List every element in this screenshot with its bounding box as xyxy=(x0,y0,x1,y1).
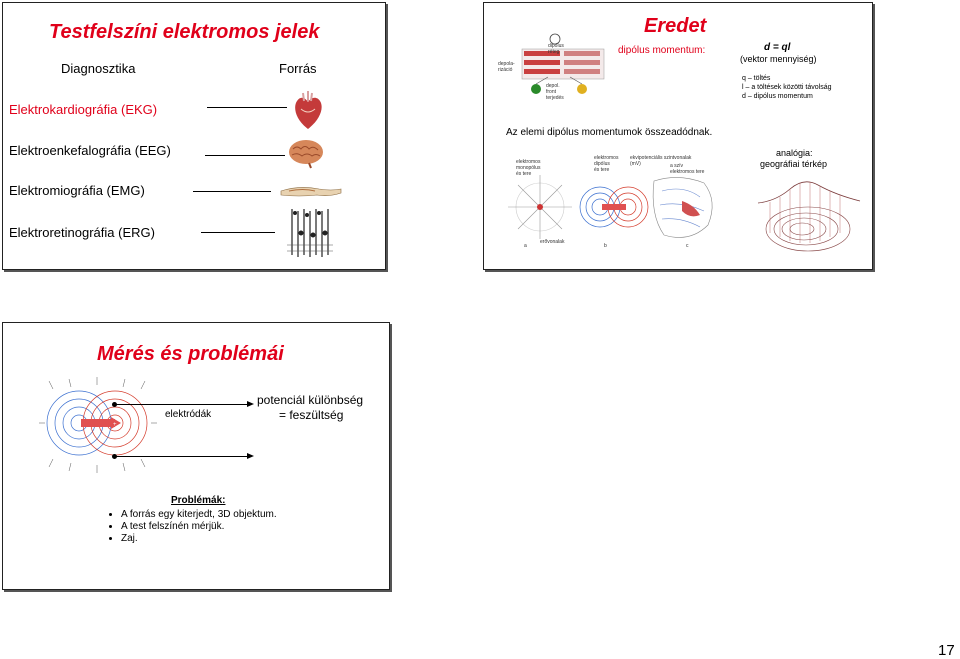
contour-map-figure xyxy=(757,181,861,252)
slide-measurement: Mérés és problémái + elektródák potenciá… xyxy=(2,322,390,590)
lead-arrow-bottom xyxy=(247,453,254,459)
row-ekg-label: Elektrokardiográfia (EKG) xyxy=(9,102,158,117)
electrode-dot-bottom xyxy=(112,454,117,459)
fig-label-depol-front: depol. front terjedés xyxy=(546,83,564,101)
electrode-lead-top xyxy=(115,404,247,405)
brain-icon xyxy=(289,140,323,169)
dipole-moment-label: dipólus momentum: xyxy=(618,45,706,56)
analogy-line-1: analógia: xyxy=(776,148,813,158)
dipole-formula: d = ql xyxy=(764,42,791,53)
fig-label-depolarization: depola- rizáció xyxy=(498,61,515,73)
slide-ecg-sources: Testfelszíni elektromos jelek Diagnoszti… xyxy=(2,2,386,270)
arm-muscle-icon xyxy=(280,187,342,197)
fig-label-field-lines: erővonalak xyxy=(540,239,565,245)
page-number: 17 xyxy=(938,642,955,659)
fig-label-heart-field: a szív elektromos tere xyxy=(670,163,705,175)
row-emg-line xyxy=(193,191,271,192)
lead-arrow-top xyxy=(247,401,254,407)
fig-label-c: c xyxy=(686,243,689,249)
row-erg-line xyxy=(201,232,275,233)
column-header-diagnostics: Diagnosztika xyxy=(61,61,136,76)
electrodes-label: elektródák xyxy=(165,409,212,420)
fig-label-a: a xyxy=(524,243,527,249)
slide-origin: Eredet dipólus momentum: d = ql (vektor … xyxy=(483,2,873,270)
fig-label-b: b xyxy=(604,243,607,249)
sum-text: Az elemi dipólus momentumok összeadódnak… xyxy=(506,127,713,138)
dipole-formula-note: (vektor mennyiség) xyxy=(740,54,817,64)
voltage-label: = feszültség xyxy=(279,408,344,422)
fig-label-dipole-layer: dipólus réteg xyxy=(548,43,564,55)
problem-item: A test felszínén mérjük. xyxy=(121,521,277,533)
problems-list: A forrás egy kiterjedt, 3D objektum. A t… xyxy=(107,509,277,545)
legend-l: l – a töltések közötti távolság xyxy=(742,84,832,91)
potential-difference-label: potenciál különbség xyxy=(257,393,364,407)
row-emg-label: Elektromiográfia (EMG) xyxy=(9,183,145,198)
dipole-field-figure: + xyxy=(39,377,157,473)
problems-title: Problémák: xyxy=(171,495,226,506)
electrode-dot-top xyxy=(112,402,117,407)
row-eeg-label: Elektroenkefalográfia (EEG) xyxy=(9,143,171,158)
column-header-source: Forrás xyxy=(279,61,317,76)
field-figures xyxy=(508,175,713,239)
heart-icon xyxy=(295,91,322,129)
row-erg-label: Elektroretinográfia (ERG) xyxy=(9,225,155,240)
legend-q: q – töltés xyxy=(742,75,771,82)
problem-item: A forrás egy kiterjedt, 3D objektum. xyxy=(121,509,277,521)
electrode-lead-bottom xyxy=(115,456,247,457)
analogy-line-2: geográfiai térkép xyxy=(760,159,828,169)
fig-label-dipole-field: elektromos dipólus és tere xyxy=(594,155,619,173)
slide-title: Testfelszíni elektromos jelek xyxy=(49,21,320,43)
problem-item: Zaj. xyxy=(121,533,277,545)
svg-text:+: + xyxy=(113,422,117,428)
dipole-cell-figure xyxy=(521,33,605,94)
row-eeg-line xyxy=(205,155,285,156)
slide-title: Mérés és problémái xyxy=(97,343,284,365)
retina-cells-icon xyxy=(287,205,333,263)
row-ekg-line xyxy=(207,107,287,108)
fig-label-monopole: elektromos monopólus és tere xyxy=(516,159,541,177)
slide-title: Eredet xyxy=(644,15,707,37)
legend-d: d – dipólus momentum xyxy=(742,93,813,100)
fig-label-isopotential: ekvipotenciális szintvonalak (mV) xyxy=(630,155,692,167)
